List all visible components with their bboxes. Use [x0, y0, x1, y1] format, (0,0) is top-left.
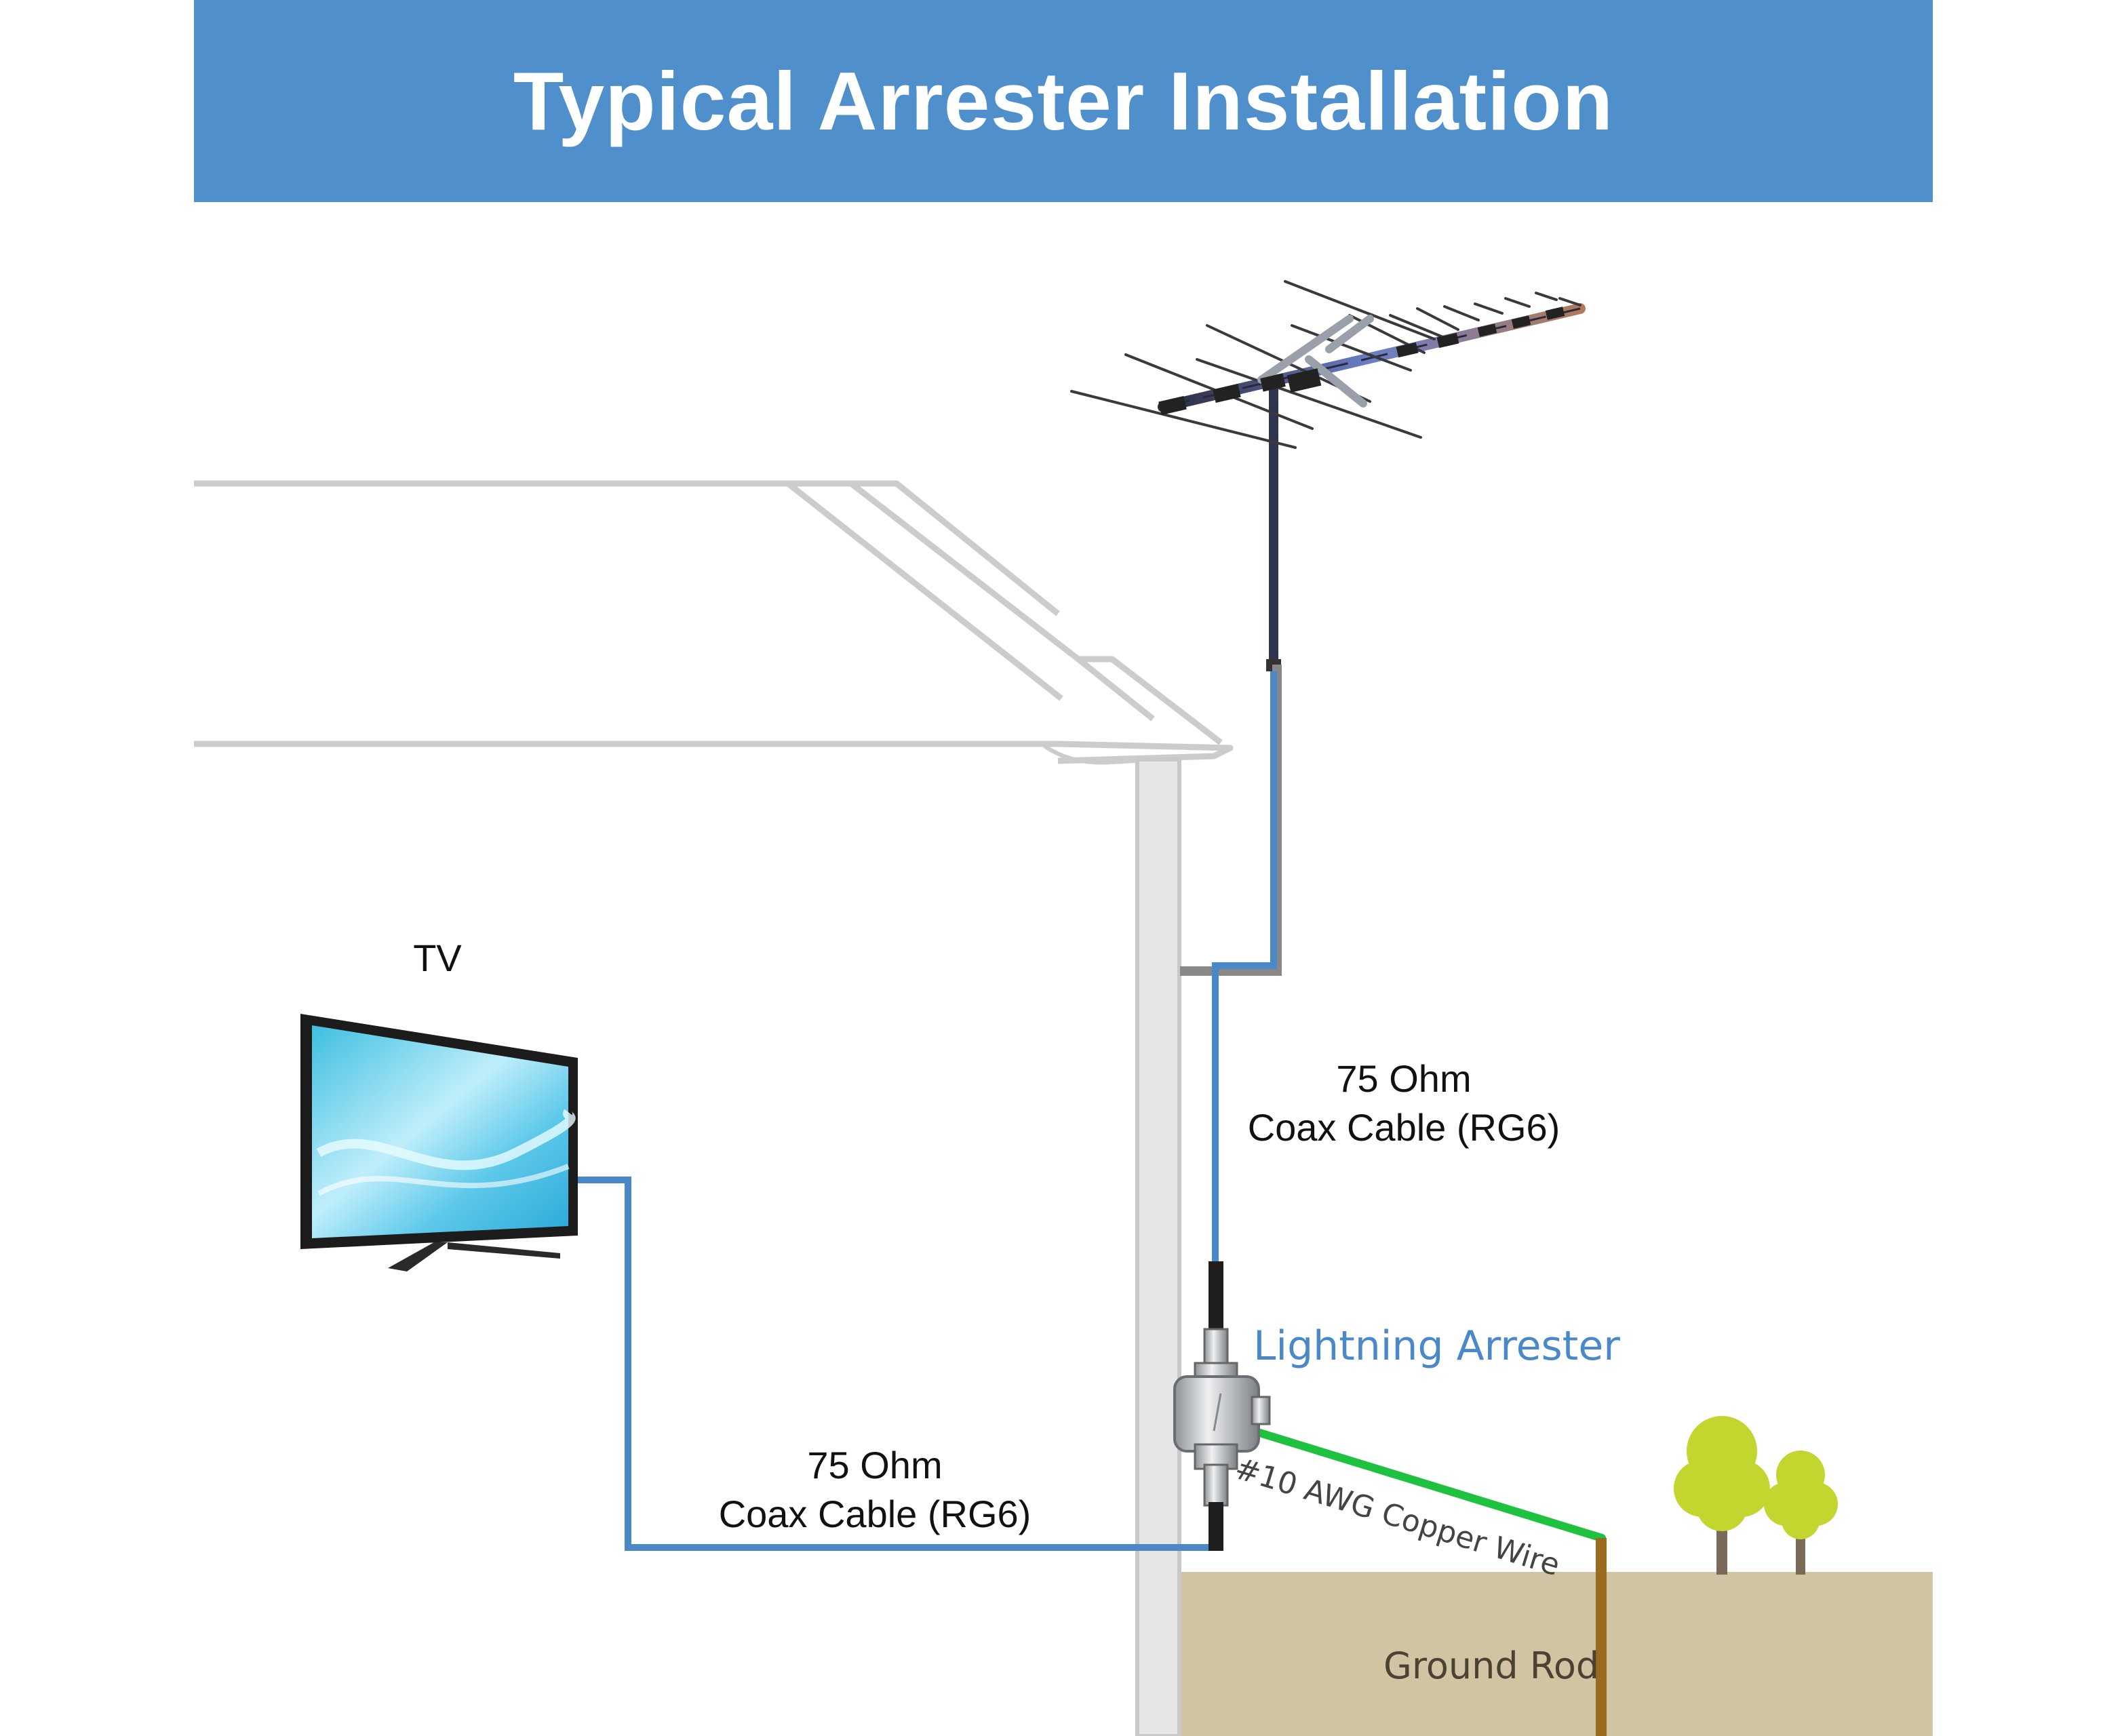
ground-rod-label: Ground Rod — [1383, 1644, 1600, 1687]
house-roof — [194, 480, 1234, 764]
coax-cable-upper-gray — [1180, 665, 1282, 976]
tv-icon — [300, 1014, 578, 1271]
arrester-label: Lightning Arrester — [1253, 1322, 1620, 1370]
title-banner: Typical Arrester Installation — [194, 0, 1933, 202]
tv-label: TV — [413, 936, 462, 979]
antenna-icon — [1070, 280, 1586, 449]
ground-rod — [1596, 1538, 1607, 1736]
coax-cable-upper — [1212, 671, 1277, 1261]
house-eave — [1043, 744, 1181, 765]
coax-label-lower-line1: 75 Ohm — [807, 1444, 943, 1486]
tree-icon — [1674, 1416, 1838, 1575]
page-title: Typical Arrester Installation — [513, 55, 1614, 147]
coax-label-upper-line1: 75 Ohm — [1336, 1057, 1472, 1100]
arrester-icon — [1173, 1261, 1271, 1551]
coax-label-lower-line2: Coax Cable (RG6) — [718, 1493, 1031, 1535]
coax-label-lower: 75 Ohm Coax Cable (RG6) — [665, 1441, 1085, 1539]
antenna-mast — [1269, 387, 1278, 665]
ground-wire — [1249, 1427, 1606, 1542]
coax-label-upper-line2: Coax Cable (RG6) — [1247, 1106, 1560, 1149]
coax-label-upper: 75 Ohm Coax Cable (RG6) — [1194, 1054, 1614, 1152]
soil — [1180, 1572, 1933, 1736]
house-wall — [1135, 757, 1181, 1736]
